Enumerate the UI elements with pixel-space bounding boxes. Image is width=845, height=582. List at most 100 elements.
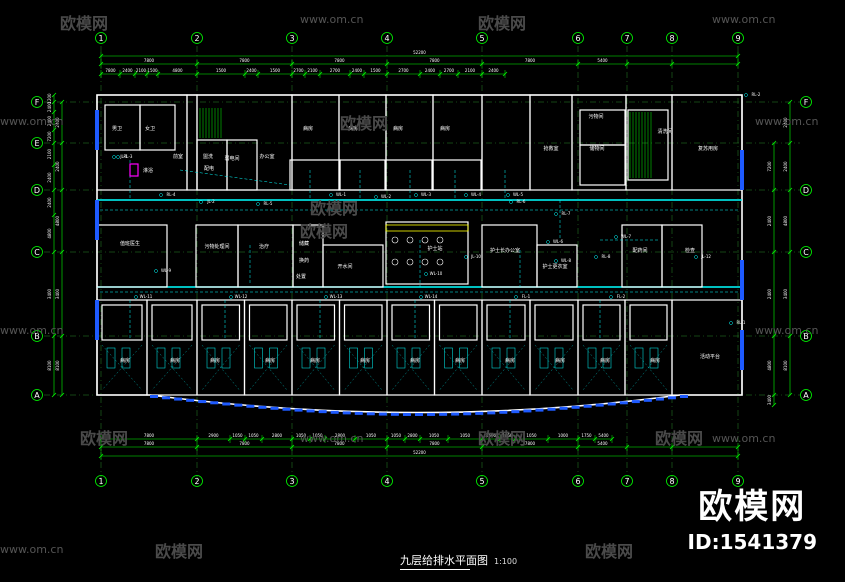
room-label-top: 办公室 (259, 153, 274, 160)
watermark-logo: 欧模网 (478, 14, 527, 33)
room-label-mid: 护士长办公室 (490, 247, 520, 254)
room-label-mid: 处置 (296, 273, 306, 280)
ward-room (196, 299, 246, 396)
nurse-station-chair (406, 236, 414, 244)
dim-tick (59, 187, 65, 193)
room-label-top: 复苏用房 (698, 145, 718, 152)
ward-room (386, 299, 436, 396)
ward-bath (343, 304, 383, 341)
axis-label-left: D (34, 186, 40, 195)
room-label-bottom: 病房 (455, 357, 465, 364)
window-segment (427, 412, 436, 416)
bed-hatch (486, 344, 526, 391)
dim-value: 7800 (334, 441, 345, 446)
room-label-mid: 值班医生 (120, 240, 140, 247)
room-label-top: 污物间 (588, 113, 603, 120)
dim-value: 7800 (239, 441, 250, 446)
pipe-label: FL-1 (522, 294, 531, 299)
bed (349, 347, 358, 369)
axis-bubble-right (800, 389, 812, 401)
bed (206, 347, 216, 369)
axis-bubble-right (800, 330, 812, 342)
dim-value: 3400 (767, 394, 772, 405)
axis-label-top: 9 (735, 34, 740, 43)
pipe-label: WL-4 (471, 192, 482, 197)
dim-value: 2800 (407, 433, 418, 438)
dim-value: 2700 (330, 68, 341, 73)
window-segment (198, 400, 207, 404)
ward-bath (248, 304, 288, 341)
axis-bubble-top (191, 32, 203, 44)
pipe-label: RL-7 (562, 211, 571, 216)
ward-room (291, 299, 341, 396)
dim-tick (51, 249, 57, 255)
ward-room (338, 299, 388, 396)
room-label-bottom: 病房 (555, 357, 565, 364)
axis-label-bottom: 9 (735, 477, 740, 486)
axis-label-right: A (803, 391, 809, 400)
dim-value: 2100 (47, 148, 52, 159)
axis-bubble-top (95, 32, 107, 44)
window-segment (499, 410, 508, 414)
bed-hatch (296, 344, 335, 391)
dim-value: 1050 (526, 433, 537, 438)
bath-box (432, 159, 482, 191)
room-label-bottom: 病房 (170, 357, 180, 364)
brand-id: ID:1541379 (687, 530, 817, 554)
pipe-node (424, 272, 428, 276)
pipe-label: RL-1 (737, 320, 746, 325)
ward-bath (201, 304, 241, 341)
room-label-mid: 储藏 (299, 240, 309, 247)
pipe-node (112, 155, 116, 159)
watermark-url: www.om.cn (712, 432, 776, 445)
room-label-top: 病房 (393, 125, 403, 132)
top-room (96, 94, 188, 191)
axis-bubble-top (381, 32, 393, 44)
nurse-station-chair (421, 258, 429, 266)
pipe-node (509, 200, 513, 204)
room-label-bottom: 病房 (360, 357, 370, 364)
pipe-node (506, 193, 510, 197)
room-label-bottom: 病房 (310, 357, 320, 364)
nurse-station-chair (421, 236, 429, 244)
window-segment (655, 397, 664, 401)
dim-value: 7800 (525, 58, 536, 63)
ward-bath (101, 304, 143, 341)
ward-room (433, 299, 483, 396)
room-label-top: 女卫 (145, 125, 155, 132)
room-label-mid: 检查 (685, 247, 695, 254)
watermark-logo: 欧模网 (300, 222, 349, 241)
ward-room (243, 299, 293, 396)
room-label-bottom: 病房 (410, 357, 420, 364)
dim-value: 4800 (47, 228, 52, 239)
window-segment (535, 408, 544, 412)
dim-value: 1500 (270, 68, 281, 73)
ward-bath (534, 304, 574, 341)
dim-value: 5400 (597, 58, 608, 63)
axis-bubble-top (286, 32, 298, 44)
axis-bubble-left (31, 96, 43, 108)
pipe-label: RL-8 (602, 254, 611, 259)
window-segment (415, 413, 423, 416)
dim-value: 2400 (352, 68, 363, 73)
dim-tick (59, 333, 65, 339)
room-label-bottom: 病房 (120, 357, 130, 364)
pipe-label: WL-3 (421, 192, 432, 197)
dim-value: 2500 (486, 433, 497, 438)
window-segment (330, 410, 339, 414)
room-label-top: 前室 (173, 153, 183, 160)
bed (459, 347, 468, 369)
dim-tick (787, 99, 793, 105)
room-label-top: 抢救室 (543, 145, 558, 152)
pipe-run (179, 169, 291, 186)
axis-label-bottom: 6 (575, 477, 580, 486)
axis-label-bottom: 8 (669, 477, 674, 486)
bed (411, 347, 421, 369)
dim-value: 4800 (172, 68, 183, 73)
dim-value: 2700 (444, 68, 455, 73)
top-room (196, 94, 293, 191)
window-segment (210, 401, 219, 405)
ward-room (96, 299, 148, 396)
room-label-top: 淋浴 (143, 167, 153, 174)
